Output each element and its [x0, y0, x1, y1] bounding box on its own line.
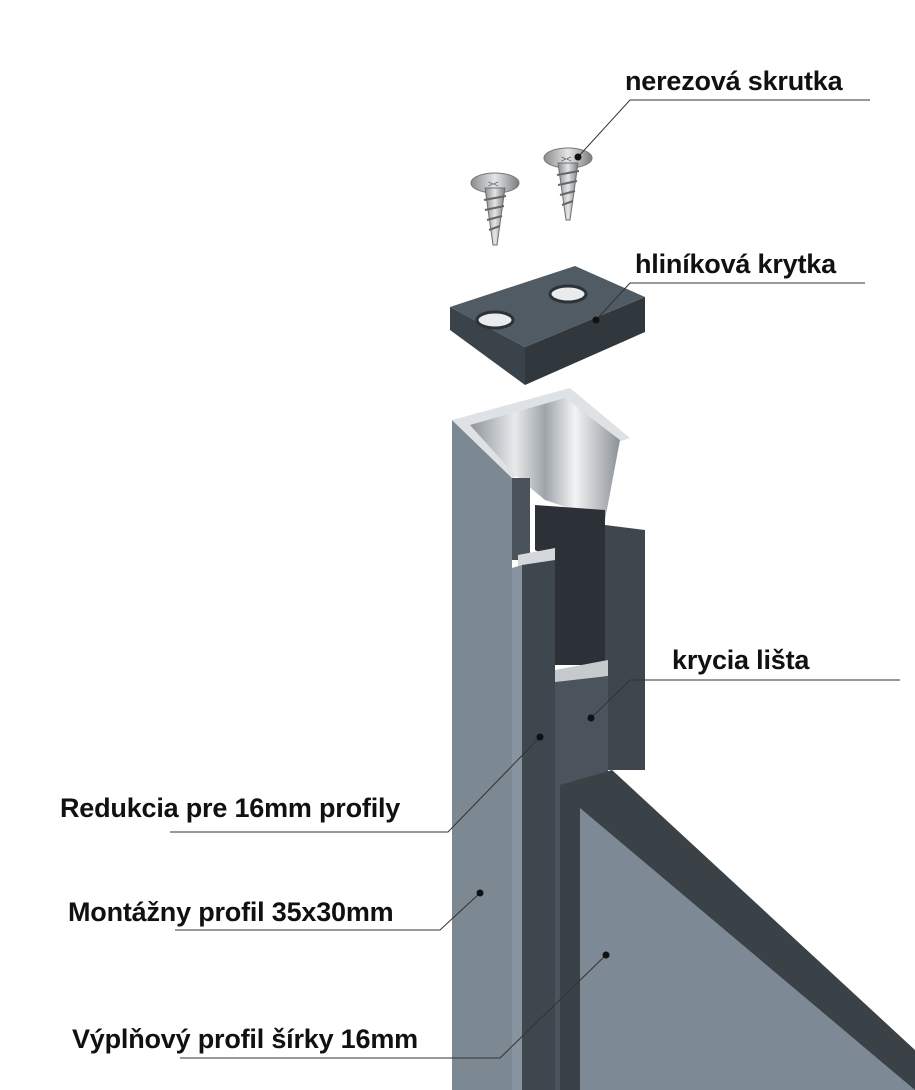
label-cap: hliníková krytka — [635, 249, 836, 279]
label-mounting-profile: Montážny profil 35x30mm — [68, 897, 394, 927]
mounting-profile — [452, 388, 645, 1090]
screw-right: >< — [543, 147, 593, 221]
svg-text:><: >< — [561, 154, 572, 164]
leader-dots — [476, 153, 610, 959]
label-infill-profile: Výplňový profil šírky 16mm — [72, 1024, 418, 1054]
label-reduction: Redukcia pre 16mm profily — [60, 793, 401, 823]
label-screw: nerezová skrutka — [625, 66, 843, 96]
screw-left: >< — [470, 172, 520, 246]
label-cover-strip: krycia lišta — [672, 645, 810, 675]
leader-lines — [170, 99, 900, 1059]
infill-profile — [560, 770, 915, 1090]
aluminium-cap — [450, 266, 645, 385]
svg-text:><: >< — [488, 179, 499, 189]
